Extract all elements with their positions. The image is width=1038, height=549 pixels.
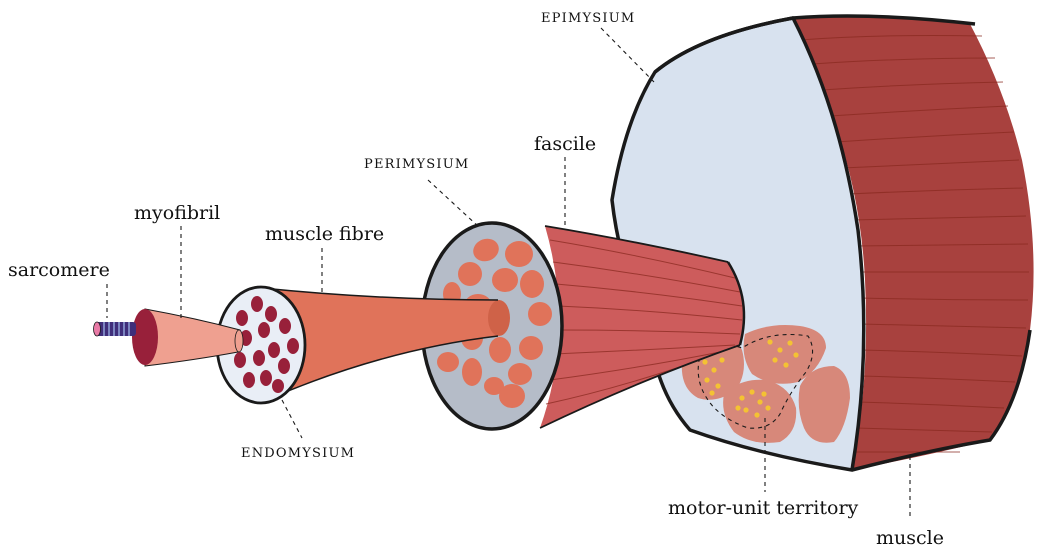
leader-epimysium (601, 28, 654, 82)
label-epimysium: EPIMYSIUM (541, 11, 635, 26)
muscle-fibre-end (488, 300, 510, 336)
label-muscle-fibre: muscle fibre (265, 223, 384, 245)
label-perimysium: PERIMYSIUM (364, 157, 469, 172)
sarcomere (94, 322, 137, 336)
label-sarcomere: sarcomere (8, 259, 110, 281)
sarcomere-end (94, 322, 101, 336)
leader-perimysium (428, 180, 480, 228)
label-muscle: muscle (876, 527, 944, 549)
label-myofibril: myofibril (134, 202, 220, 224)
label-motor-unit-territory: motor-unit territory (668, 497, 859, 519)
leader-endomysium (282, 400, 302, 438)
myofibril-tip (235, 330, 243, 352)
muscle-cross-section (612, 16, 1034, 470)
label-endomysium: ENDOMYSIUM (241, 446, 355, 461)
sarcomere-body (96, 322, 136, 336)
label-fascile: fascile (534, 133, 596, 155)
myofibril-end (132, 309, 158, 365)
